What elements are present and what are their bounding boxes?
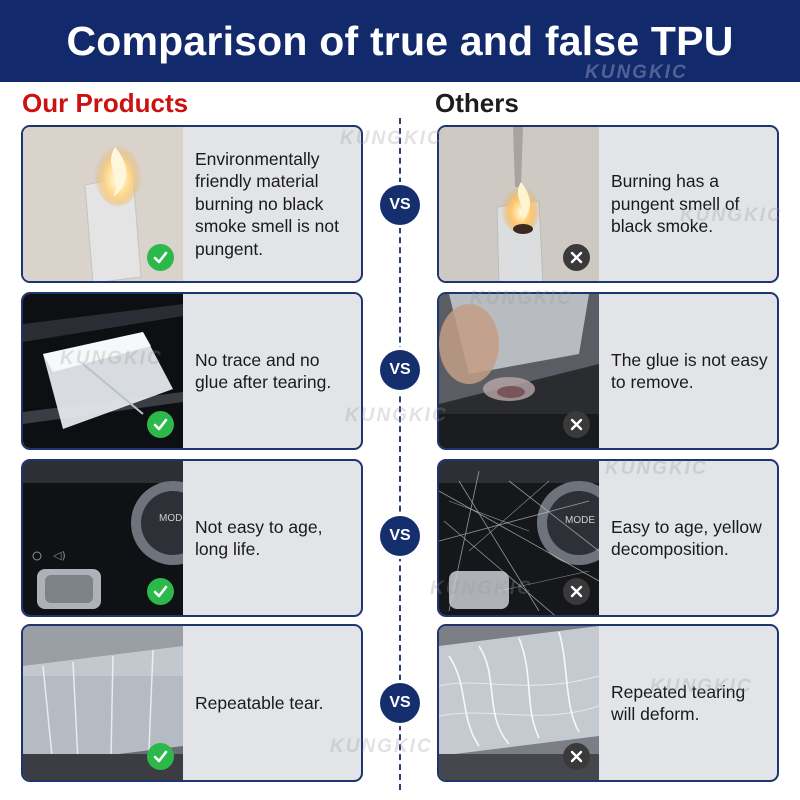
vs-badge: VS (380, 683, 420, 723)
card-ours-peel: No trace and no glue after tearing. (21, 292, 363, 450)
svg-text:MODE: MODE (159, 513, 183, 524)
cross-icon (563, 743, 590, 770)
cross-icon (563, 411, 590, 438)
card-others-aging: MODE Easy to age, yellow decomposition. (437, 459, 779, 617)
svg-text:◁): ◁) (53, 549, 66, 562)
vs-badge: VS (380, 350, 420, 390)
check-icon (147, 578, 174, 605)
card-text: The glue is not easy to remove. (611, 349, 768, 393)
vs-badge: VS (380, 185, 420, 225)
column-title-others: Others (435, 88, 519, 118)
card-text: Repeated tearing will deform. (611, 681, 746, 725)
header-banner: Comparison of true and false TPU (0, 0, 800, 82)
card-others-burning: Burning has a pungent smell of black smo… (437, 125, 779, 283)
card-ours-aging: MODE ◁) Not easy to age, long life. (21, 459, 363, 617)
card-text: Environmentally friendly material burnin… (195, 148, 339, 259)
column-divider (399, 118, 401, 790)
film-stretch-clear-photo (23, 626, 183, 780)
card-text: Easy to age, yellow decomposition. (611, 516, 762, 560)
card-ours-tear: Repeatable tear. (21, 624, 363, 782)
vs-badge: VS (380, 516, 420, 556)
column-title-ours: Our Products (22, 88, 189, 118)
check-icon (147, 244, 174, 271)
card-others-glue: The glue is not easy to remove. (437, 292, 779, 450)
card-text: Burning has a pungent smell of black smo… (611, 171, 740, 237)
card-text: Not easy to age, long life. (195, 516, 323, 560)
card-ours-burning: Environmentally friendly material burnin… (21, 125, 363, 283)
check-icon (147, 743, 174, 770)
burning-film-clear-photo (23, 127, 183, 281)
card-text: No trace and no glue after tearing. (195, 349, 332, 393)
check-icon (147, 411, 174, 438)
cross-icon (563, 244, 590, 271)
page-title: Comparison of true and false TPU (66, 17, 734, 64)
card-text: Repeatable tear. (195, 692, 324, 713)
cross-icon (563, 578, 590, 605)
card-others-tear: Repeated tearing will deform. (437, 624, 779, 782)
clean-peel-photo (23, 294, 183, 448)
svg-text:MODE: MODE (565, 515, 595, 526)
